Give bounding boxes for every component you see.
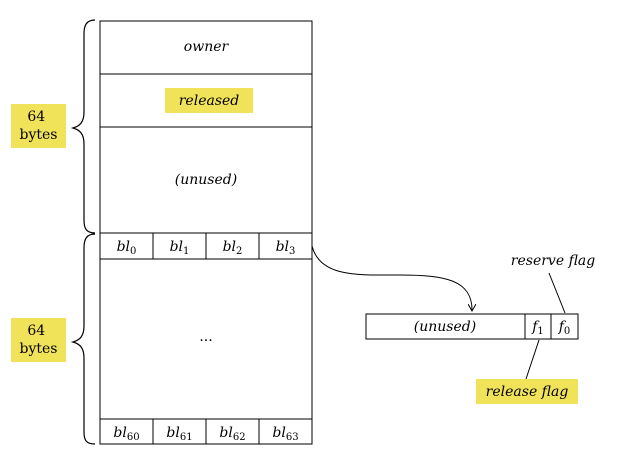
bottom-cell-62: bl62 (219, 425, 245, 443)
ellipsis-label: ... (199, 329, 212, 345)
top-group-label-line2: bytes (20, 127, 58, 143)
top-cell-0: bl0 (117, 239, 137, 257)
release-flag-label: release flag (486, 384, 569, 400)
bottom-cell-61: bl61 (166, 425, 192, 443)
bottom-group-label-bg (11, 318, 66, 362)
top-group-label-bg (11, 104, 66, 148)
bottom-group-label-line2: bytes (20, 341, 58, 357)
release-flag-pointer (525, 339, 540, 380)
released-label: released (179, 93, 240, 109)
reserve-flag-label: reserve flag (511, 253, 595, 269)
top-cell-3: bl3 (276, 239, 296, 257)
top-group-label: 64 bytes (20, 109, 58, 143)
bottom-group-label: 64 bytes (20, 323, 58, 357)
flag-f0-cell: f0 (558, 319, 571, 337)
flag-f1-cell: f1 (531, 319, 544, 337)
expand-connector-arrow (311, 245, 472, 310)
bottom-group-label-line1: 64 (27, 323, 45, 339)
top-cell-2: bl2 (223, 239, 243, 257)
top-brace (70, 19, 96, 234)
bottom-cell-60: bl60 (113, 425, 139, 443)
released-highlight (165, 88, 253, 113)
top-cell-1: bl1 (170, 239, 190, 257)
owner-label: owner (184, 39, 230, 55)
unused-label: (unused) (175, 172, 237, 188)
bottom-brace (70, 233, 96, 445)
release-flag-highlight (476, 379, 578, 404)
bottom-cell-63: bl63 (272, 425, 298, 443)
reserve-flag-pointer (548, 272, 566, 314)
flag-byte-unused-label: (unused) (414, 319, 476, 335)
top-group-label-line1: 64 (27, 109, 45, 125)
flag-byte-box (365, 313, 579, 340)
